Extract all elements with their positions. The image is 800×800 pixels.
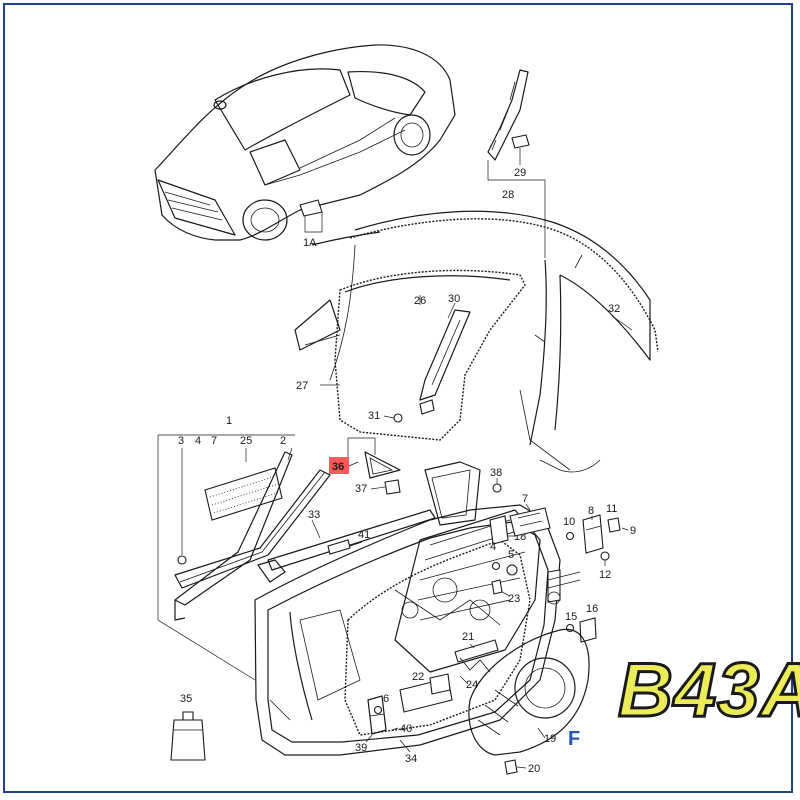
callout-4: 4 bbox=[195, 435, 201, 447]
callout-26: 26 bbox=[414, 295, 426, 307]
callout-11: 11 bbox=[606, 503, 617, 515]
door-shell bbox=[254, 461, 561, 756]
callout-12: 12 bbox=[599, 569, 611, 581]
callout-39: 39 bbox=[355, 742, 367, 754]
callout-7b: 7 bbox=[522, 493, 528, 505]
body-opening: 32 bbox=[294, 210, 659, 473]
callout-6: 6 bbox=[383, 693, 389, 705]
corner-mark: F bbox=[568, 728, 581, 750]
screw-37: 37 bbox=[355, 479, 401, 495]
callout-9: 9 bbox=[630, 525, 636, 537]
callout-37: 37 bbox=[355, 483, 367, 495]
callout-29: 29 bbox=[514, 167, 526, 179]
callout-32: 32 bbox=[608, 303, 620, 315]
pillar-trim-bracket: 29 28 bbox=[487, 69, 546, 258]
callout-36-highlight bbox=[329, 457, 349, 474]
callout-34: 34 bbox=[405, 753, 417, 765]
callout-8: 8 bbox=[588, 505, 594, 517]
callout-38: 38 bbox=[490, 467, 502, 479]
callout-3: 3 bbox=[178, 435, 184, 447]
callout-16: 16 bbox=[586, 603, 598, 615]
speaker-cover: 19 20 bbox=[468, 628, 590, 775]
callout-28: 28 bbox=[502, 189, 514, 201]
callout-2: 2 bbox=[280, 435, 286, 447]
callout-35: 35 bbox=[180, 693, 192, 705]
callout-19: 19 bbox=[544, 733, 556, 745]
callout-1: 1 bbox=[226, 415, 232, 427]
callout-27: 27 bbox=[296, 380, 308, 392]
adhesive-bottle-35: 35 bbox=[170, 693, 206, 761]
callout-20: 20 bbox=[528, 763, 540, 775]
callout-24: 24 bbox=[466, 679, 478, 691]
callout-40: 40 bbox=[400, 723, 412, 735]
car-overview: 1A bbox=[154, 44, 456, 249]
callout-1A: 1A bbox=[303, 237, 317, 249]
callout-31: 31 bbox=[368, 410, 380, 422]
callout-30: 30 bbox=[448, 293, 460, 305]
diagram-code-badge: B43A bbox=[617, 647, 800, 735]
callout-36: 36 bbox=[332, 461, 344, 473]
callout-4b: 4 bbox=[490, 541, 496, 553]
callout-23: 23 bbox=[508, 593, 520, 605]
sill-trim-group: 1 3 4 7 25 2 33 41 bbox=[157, 415, 436, 681]
callout-33: 33 bbox=[308, 509, 320, 521]
callout-21: 21 bbox=[462, 631, 474, 643]
callout-10: 10 bbox=[563, 516, 575, 528]
callout-41: 41 bbox=[358, 529, 370, 541]
callout-22: 22 bbox=[412, 671, 424, 683]
callout-7: 7 bbox=[211, 435, 217, 447]
callout-5: 5 bbox=[508, 549, 514, 561]
highlighted-part-36: 36 bbox=[329, 437, 401, 479]
door-frame-seal: 26 30 27 31 bbox=[296, 269, 526, 441]
door-hardware: 38 18 7 8 10 11 9 12 4 5 23 15 1 bbox=[355, 467, 636, 765]
callout-25: 25 bbox=[240, 435, 252, 447]
image-frame bbox=[3, 3, 793, 793]
callout-15: 15 bbox=[565, 611, 577, 623]
